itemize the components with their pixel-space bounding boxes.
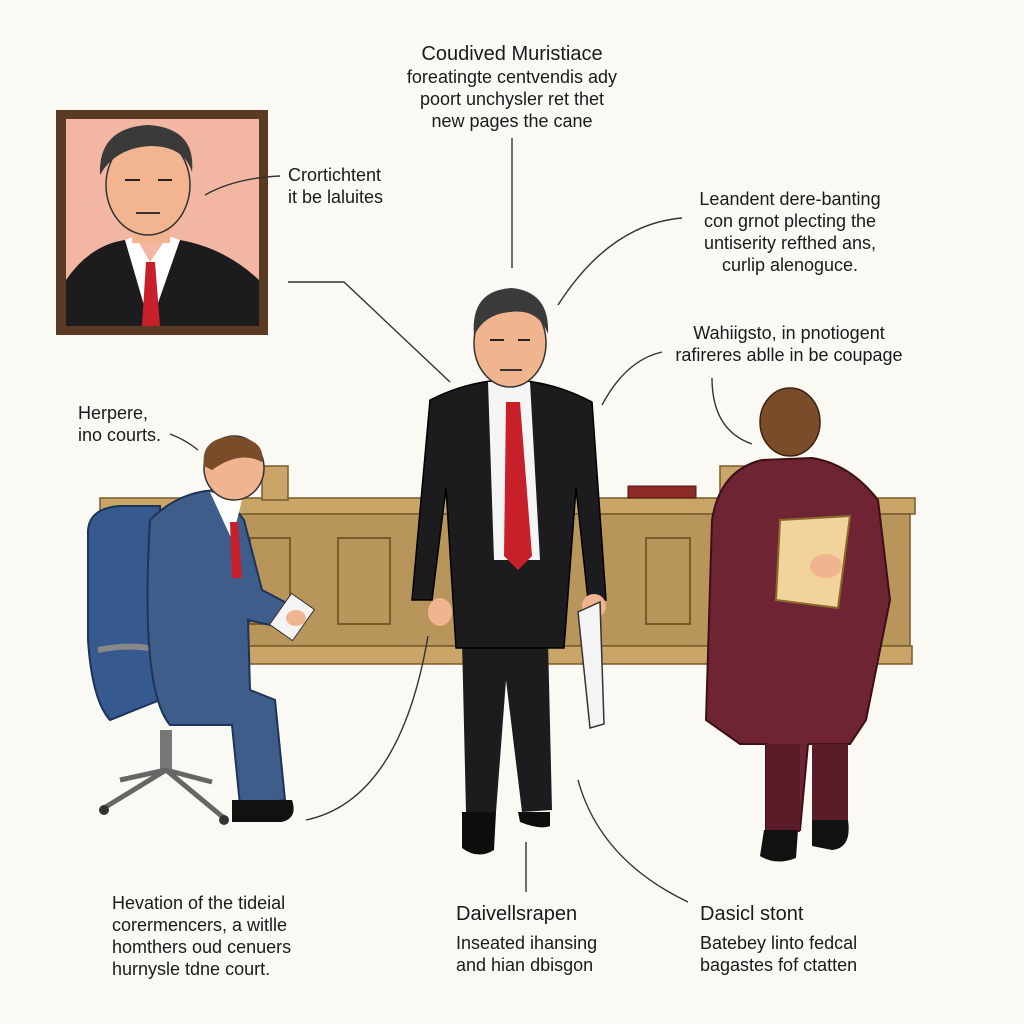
mid-right-caption-line: Wahiigsto, in pnotiogent xyxy=(693,323,885,343)
portrait-caption-line: Crortichtent xyxy=(288,165,382,185)
portrait-caption: Crortichtent it be laluites xyxy=(288,164,383,208)
standing-clerk xyxy=(704,387,892,862)
bottom-left-caption-line: Hevation of the tideial xyxy=(112,893,286,913)
seated-attorney xyxy=(87,435,316,825)
top-caption: Coudived Muristiace foreatingte centvend… xyxy=(352,42,672,132)
bottom-right-caption-line: bagastes fof ctatten xyxy=(700,955,858,975)
mid-right-caption-line: rafireres ablle in be coupage xyxy=(675,345,903,365)
upper-right-caption-line: curlip alenoguce. xyxy=(721,255,859,275)
bottom-center-caption: Daivellsrapen Inseated ihansing and hian… xyxy=(456,902,597,976)
bottom-left-caption-line: hurnysle tdne court. xyxy=(112,959,271,979)
upper-right-caption-line: untiserity refthed ans, xyxy=(703,233,877,253)
left-caption: Herpere, ino courts. xyxy=(78,402,161,446)
upper-right-caption-line: con grnot plecting the xyxy=(703,211,877,231)
framed-portrait xyxy=(56,110,268,335)
bottom-center-caption-title: Daivellsrapen xyxy=(456,903,578,925)
bottom-left-caption-line: corermencers, a witlle xyxy=(112,915,288,935)
bottom-left-caption: Hevation of the tideial corermencers, a … xyxy=(112,892,291,980)
bottom-right-caption-title: Dasicl stont xyxy=(700,903,804,925)
central-figure xyxy=(411,288,607,855)
top-caption-line: foreatingte centvendis ady xyxy=(406,67,618,87)
callout-lines xyxy=(169,138,753,903)
upper-right-caption: Leandent dere-banting con grnot plecting… xyxy=(680,188,900,276)
left-caption-line: Herpere, xyxy=(78,403,149,423)
left-caption-line: ino courts. xyxy=(78,425,162,445)
top-caption-title: Coudived Muristiace xyxy=(421,43,603,65)
bottom-left-caption-line: homthers oud cenuers xyxy=(112,937,292,957)
upper-right-caption-line: Leandent dere-banting xyxy=(699,189,881,209)
portrait-caption-line: it be laluites xyxy=(288,187,384,207)
bottom-right-caption-line: Batebey linto fedcal xyxy=(700,933,858,953)
bottom-right-caption: Dasicl stont Batebey linto fedcal bagast… xyxy=(700,902,857,976)
bottom-center-caption-line: Inseated ihansing xyxy=(456,933,598,953)
top-caption-line: new pages the cane xyxy=(431,111,593,131)
top-caption-line: poort unchysler ret thet xyxy=(419,89,605,109)
mid-right-caption: Wahiigsto, in pnotiogent rafireres ablle… xyxy=(664,322,914,366)
bottom-center-caption-line: and hian dbisgon xyxy=(456,955,594,975)
